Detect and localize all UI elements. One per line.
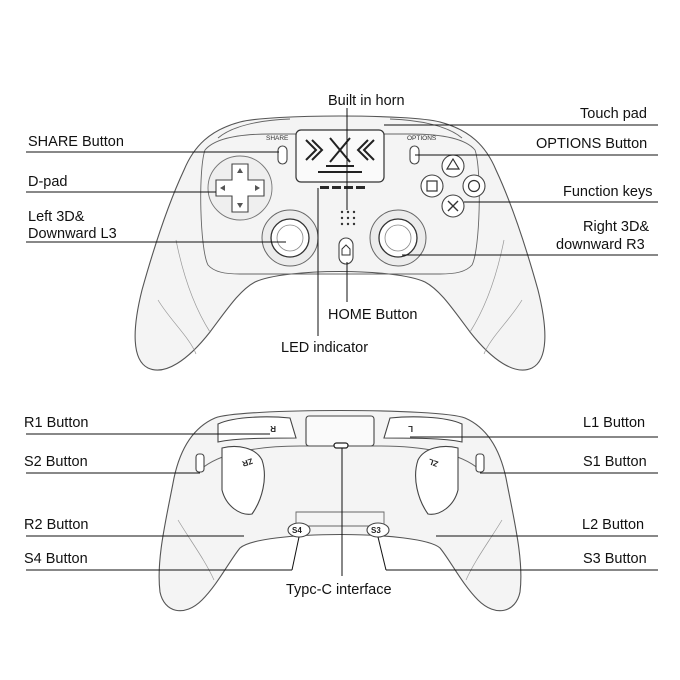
typec-port[interactable] (333, 442, 349, 449)
label-right-3d-line1: Right 3D& (583, 219, 649, 235)
s1-button[interactable] (475, 453, 485, 473)
s3-printed-label: S3 (371, 526, 381, 535)
label-s1-button: S1 Button (583, 454, 647, 470)
s4-printed-label: S4 (292, 526, 302, 535)
function-keys (420, 154, 486, 218)
zr-printed-label: ZR (241, 456, 254, 468)
l1-printed-label: L (408, 424, 413, 433)
label-led-indicator: LED indicator (281, 340, 368, 356)
led-indicator (320, 186, 365, 189)
label-left-3d-line2: Downward L3 (28, 226, 117, 242)
cross-icon (447, 200, 459, 212)
home-icon (341, 244, 351, 256)
home-button[interactable] (338, 237, 354, 265)
right-3d-stick[interactable] (369, 209, 427, 267)
front-right-shoulder (389, 118, 463, 139)
d-pad-up-arrow-icon (237, 168, 243, 173)
d-pad-left-arrow-icon (220, 185, 225, 191)
touch-pad-circuit-pattern (305, 137, 375, 173)
label-function-keys: Function keys (563, 184, 652, 200)
front-left-grip-line (175, 239, 211, 333)
front-view: SHARE OPTIONS (26, 93, 658, 371)
share-printed-label: SHARE (266, 135, 289, 142)
triangle-icon (445, 157, 461, 170)
s3-button[interactable]: S3 (366, 522, 390, 538)
square-button[interactable] (420, 174, 444, 198)
touch-pad[interactable] (295, 129, 385, 183)
d-pad[interactable] (215, 163, 265, 213)
l2-button[interactable] (415, 445, 459, 515)
label-home-button: HOME Button (328, 307, 417, 323)
square-icon (426, 180, 438, 192)
label-l2-button: L2 Button (582, 517, 644, 533)
label-s3-button: S3 Button (583, 551, 647, 567)
label-l1-button: L1 Button (583, 415, 645, 431)
circle-button[interactable] (462, 174, 486, 198)
label-r1-button: R1 Button (24, 415, 89, 431)
share-button[interactable] (277, 145, 288, 165)
back-right-grip-line (465, 519, 503, 581)
zl-printed-label: ZL (427, 457, 439, 469)
label-d-pad: D-pad (28, 174, 68, 190)
speaker-grille (340, 210, 356, 226)
s2-button[interactable] (195, 453, 205, 473)
l1-button[interactable] (383, 416, 463, 443)
label-built-in-horn: Built in horn (328, 93, 405, 109)
label-options-button: OPTIONS Button (536, 136, 647, 152)
left-3d-stick[interactable] (261, 209, 319, 267)
front-right-grip-line (469, 239, 505, 333)
label-left-3d-line1: Left 3D& (28, 209, 85, 225)
r1-button[interactable] (217, 416, 297, 443)
label-touch-pad: Touch pad (580, 106, 647, 122)
d-pad-right-arrow-icon (255, 185, 260, 191)
label-typec-interface: Typc-C interface (286, 582, 392, 598)
front-left-grip-line-2 (157, 299, 197, 355)
label-s2-button: S2 Button (24, 454, 88, 470)
top-port-housing (305, 415, 375, 447)
label-s4-button: S4 Button (24, 551, 88, 567)
r2-button[interactable] (221, 445, 265, 515)
r1-printed-label: R (270, 424, 276, 433)
label-share-button: SHARE Button (28, 134, 124, 150)
back-view: R L ZR ZL S4 S3 (24, 409, 658, 612)
front-left-shoulder (217, 118, 291, 139)
label-right-3d-line2: downward R3 (556, 237, 645, 253)
front-right-grip-line-2 (483, 299, 523, 355)
circle-icon (467, 179, 481, 193)
label-r2-button: R2 Button (24, 517, 89, 533)
options-printed-label: OPTIONS (407, 135, 437, 142)
d-pad-down-arrow-icon (237, 203, 243, 208)
back-left-grip-line (177, 519, 215, 581)
s4-button[interactable]: S4 (287, 522, 311, 538)
